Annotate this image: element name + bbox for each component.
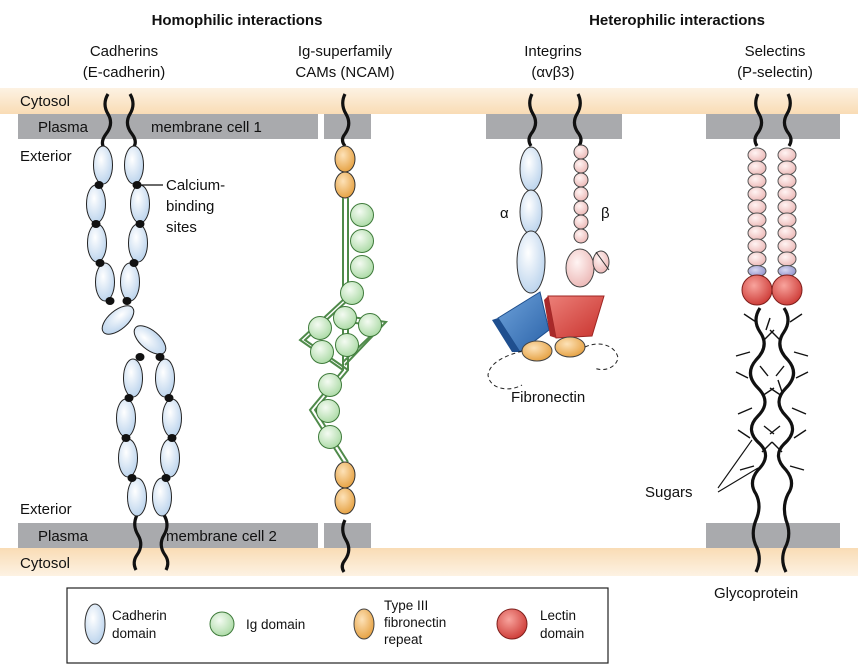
integrins-title: Integrins — [524, 43, 582, 60]
legend-type3-line3: repeat — [384, 632, 423, 647]
exterior-bottom-label: Exterior — [20, 501, 72, 518]
legend: Cadherin domain Ig domain Type III fibro… — [66, 587, 609, 664]
beta-label: β — [601, 205, 610, 222]
plasma-membrane-cell-1 — [18, 114, 840, 139]
cadherin-domain-legend-icon — [84, 603, 106, 645]
selectins-title: Selectins — [745, 43, 806, 60]
ig-subtitle: CAMs (NCAM) — [295, 64, 394, 81]
calcium-label-line3: sites — [166, 219, 197, 236]
alpha-label: α — [500, 205, 509, 222]
heterophilic-header: Heterophilic interactions — [589, 12, 765, 29]
selectins-subtitle: (P-selectin) — [737, 64, 813, 81]
legend-lectin-line1: Lectin — [540, 608, 576, 623]
membrane2-label-a: Plasma — [38, 528, 89, 545]
legend-cadherin-line1: Cadherin — [112, 608, 167, 623]
glycoprotein-label: Glycoprotein — [714, 585, 798, 602]
cytosol-band-top — [0, 88, 858, 114]
membrane1-label-a: Plasma — [38, 119, 89, 136]
legend-ig: Ig domain — [246, 617, 305, 632]
cadherins-title: Cadherins — [90, 43, 158, 60]
calcium-binding-sites — [91, 181, 177, 482]
membrane1-label-b: membrane cell 1 — [151, 119, 262, 136]
fibronectin-repeat-legend-icon — [353, 608, 375, 640]
calcium-label-line1: Calcium- — [166, 177, 225, 194]
ncam-dimer — [298, 93, 389, 573]
cadherins-subtitle: (E-cadherin) — [83, 64, 166, 81]
legend-lectin-line2: domain — [540, 626, 584, 641]
lectin-domain-legend-icon — [496, 608, 528, 640]
exterior-top-label: Exterior — [20, 148, 72, 165]
cytosol-top-label: Cytosol — [20, 93, 70, 110]
cytosol-band-bottom — [0, 548, 858, 576]
selectin-glycoprotein — [717, 93, 809, 573]
ig-domain-legend-icon — [209, 611, 235, 637]
legend-type3-line2: fibronectin — [384, 615, 446, 630]
fibronectin-label: Fibronectin — [511, 389, 585, 406]
homophilic-header: Homophilic interactions — [152, 12, 323, 29]
calcium-label-line2: binding — [166, 198, 214, 215]
cadherin-dimer — [86, 93, 182, 571]
membrane2-label-b: membrane cell 2 — [166, 528, 277, 545]
legend-type3-line1: Type III — [384, 598, 428, 613]
legend-cadherin-line2: domain — [112, 626, 156, 641]
cytosol-bottom-label: Cytosol — [20, 555, 70, 572]
sugars-label: Sugars — [645, 484, 693, 501]
ig-title: Ig-superfamily — [298, 43, 393, 60]
plasma-membrane-cell-2 — [18, 523, 840, 548]
integrin-heterodimer — [487, 93, 619, 390]
integrins-subtitle: (αvβ3) — [531, 64, 574, 81]
